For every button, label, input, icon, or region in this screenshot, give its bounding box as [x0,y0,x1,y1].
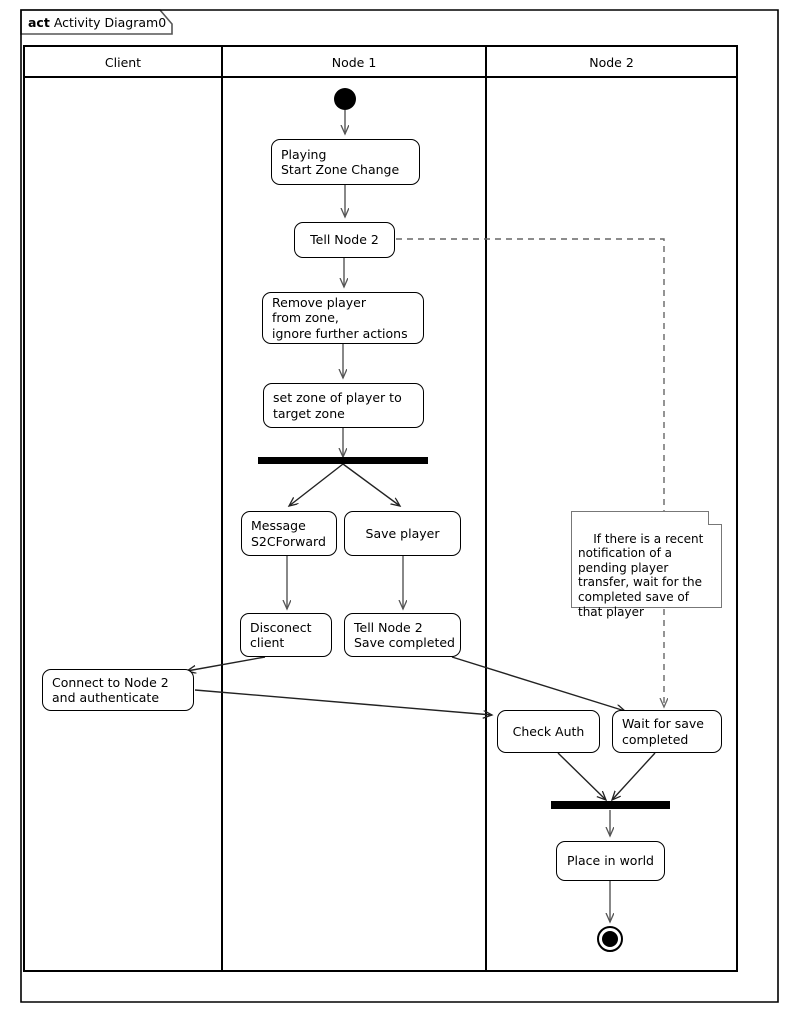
swimlane-label: Client [104,54,142,70]
diagram-frame-label: act Activity Diagram0 [20,10,184,34]
swimlane-label: Node 2 [589,54,634,70]
edge-checkauth-to-join [557,752,606,800]
action-remove-player[interactable]: Remove player from zone, ignore further … [262,292,424,344]
edge-tellnode2-to-waitsave-dashed [396,238,664,707]
action-connect-to-node-2-and-authenticate[interactable]: Connect to Node 2 and authenticate [42,669,194,711]
swimlane-grid [23,45,738,972]
action-tell-node-2[interactable]: Tell Node 2 [294,222,395,258]
frame-keyword: act [28,14,50,30]
final-node [597,926,623,952]
edge-disconnect-to-connect [187,656,266,671]
join-bar [551,801,670,809]
action-set-zone-of-player[interactable]: set zone of player to target zone [263,383,424,428]
fork-bar [258,457,428,464]
edge-fork-to-saveplayer [342,463,400,506]
edge-tellsave-to-waitsave [451,656,625,711]
note-pending-transfer: If there is a recent notification of a p… [571,510,722,619]
note-text: If there is a recent notification of a p… [578,531,704,619]
dashed-signal-flow [396,238,664,707]
swimlane-header-node2: Node 2 [486,48,737,76]
action-tell-node-2-save-completed[interactable]: Tell Node 2 Save completed [344,613,461,657]
action-check-auth[interactable]: Check Auth [497,710,600,753]
flow-edges [187,110,656,922]
edge-connect-to-checkauth [194,689,492,715]
initial-node [334,88,356,110]
swimlane-header-client: Client [24,48,222,76]
action-wait-for-save-completed[interactable]: Wait for save completed [612,710,722,753]
action-disconect-client[interactable]: Disconect client [240,613,332,657]
swimlane-label: Node 1 [331,54,377,70]
edge-waitsave-to-join [612,752,656,800]
swimlane-header-node1: Node 1 [222,48,486,76]
action-place-in-world[interactable]: Place in world [556,841,665,881]
frame-title: Activity Diagram0 [53,14,167,30]
action-message-s2cforward[interactable]: Message S2CForward [241,511,337,556]
diagram-frame [20,9,779,1003]
action-playing-start-zone-change[interactable]: Playing Start Zone Change [271,139,420,185]
edge-fork-to-message [289,463,344,506]
note-fold-corner-icon [708,510,722,525]
action-save-player[interactable]: Save player [344,511,461,556]
